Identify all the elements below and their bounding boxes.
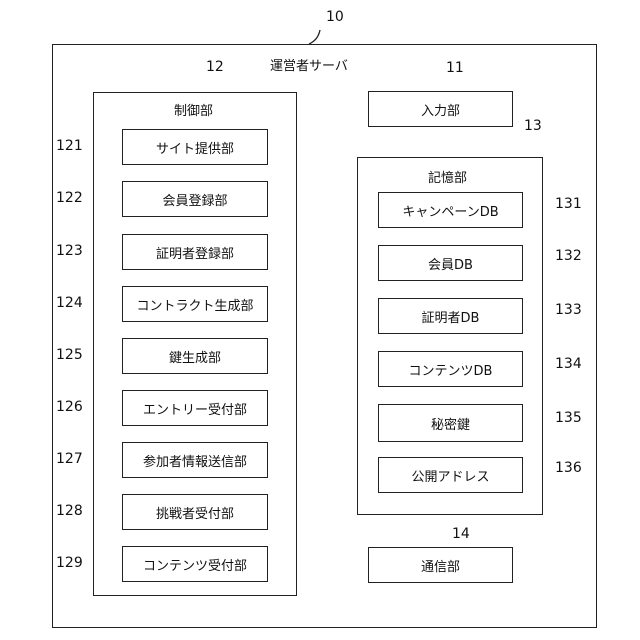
storage-item-member-db: 会員DB xyxy=(378,245,523,281)
control-item-prover-reg: 証明者登録部 xyxy=(122,234,268,270)
ref-124: 124 xyxy=(56,295,83,311)
ref-135: 135 xyxy=(555,410,582,426)
ref-132: 132 xyxy=(555,248,582,264)
server-title: 運営者サーバ xyxy=(270,59,348,75)
ref-122: 122 xyxy=(56,190,83,206)
control-item-participant-send: 参加者情報送信部 xyxy=(122,442,268,478)
server-ref: 10 xyxy=(326,9,344,25)
ref-121: 121 xyxy=(56,138,83,154)
control-item-challenger: 挑戦者受付部 xyxy=(122,494,268,530)
control-item-contract-gen: コントラクト生成部 xyxy=(122,286,268,322)
storage-item-campaign-db: キャンペーンDB xyxy=(378,192,523,228)
control-item-content: コンテンツ受付部 xyxy=(122,546,268,582)
input-box: 入力部 xyxy=(368,91,513,127)
comm-box: 通信部 xyxy=(368,547,513,583)
ref-134: 134 xyxy=(555,356,582,372)
ref-125: 125 xyxy=(56,347,83,363)
comm-ref: 14 xyxy=(452,526,470,542)
ref-126: 126 xyxy=(56,399,83,415)
ref-123: 123 xyxy=(56,243,83,259)
control-item-entry: エントリー受付部 xyxy=(122,390,268,426)
leader-10 xyxy=(309,30,320,44)
control-title: 制御部 xyxy=(174,104,213,120)
ref-131: 131 xyxy=(555,196,582,212)
storage-item-public-address: 公開アドレス xyxy=(378,457,523,493)
storage-ref: 13 xyxy=(524,118,542,134)
control-item-site: サイト提供部 xyxy=(122,129,268,165)
control-item-key-gen: 鍵生成部 xyxy=(122,338,268,374)
ref-133: 133 xyxy=(555,302,582,318)
storage-item-private-key: 秘密鍵 xyxy=(378,404,523,442)
input-ref: 11 xyxy=(446,60,464,76)
ref-136: 136 xyxy=(555,460,582,476)
storage-title: 記憶部 xyxy=(428,171,467,187)
control-item-member-reg: 会員登録部 xyxy=(122,181,268,217)
ref-128: 128 xyxy=(56,503,83,519)
storage-item-content-db: コンテンツDB xyxy=(378,351,523,387)
ref-127: 127 xyxy=(56,451,83,467)
storage-item-prover-db: 証明者DB xyxy=(378,298,523,334)
control-ref: 12 xyxy=(206,59,224,75)
ref-129: 129 xyxy=(56,555,83,571)
